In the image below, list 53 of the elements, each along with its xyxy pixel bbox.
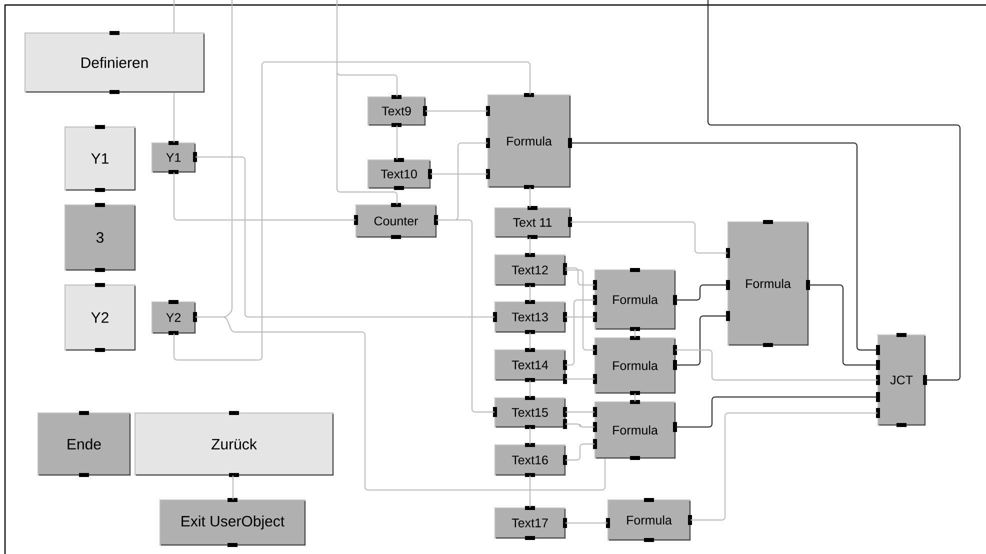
function-block: Y1 [152,141,197,174]
wire [565,270,595,350]
function-block: Text15 [493,396,567,429]
wire [232,475,234,500]
wire [565,444,595,460]
function-block: Counter [354,203,438,239]
wire [565,378,595,380]
wire [425,110,488,112]
function-block: Text10 [368,158,432,190]
wire [565,268,595,286]
wire [565,522,608,524]
function-block: Zurück [134,411,334,477]
function-block: Formula [486,93,572,189]
wire [174,62,530,360]
function-block: Formula [593,400,677,460]
function-block: Text16 [494,443,567,477]
function-block: Text13 [493,300,567,334]
function-block: Text 11 [494,206,572,239]
wire [565,316,595,318]
function-block: Y2 [152,300,197,335]
function-block: Formula [593,336,677,395]
function-block: Formula [593,268,677,331]
wire [675,396,878,428]
wire [396,125,398,160]
function-block: Text9 [368,95,427,127]
function-block: Text14 [494,348,567,384]
wire [436,220,495,412]
wire [690,412,878,520]
function-block: Formula [726,220,810,347]
function-block: Text17 [494,506,567,540]
wire [195,156,495,318]
wire [174,172,356,220]
wire [570,142,878,350]
function-block: JCT [876,333,927,427]
function-block: Formula [606,498,692,542]
wire [570,222,728,254]
wire [634,329,636,338]
function-block: Exit UserObject [160,498,306,547]
wire [708,0,960,380]
wire [675,284,728,300]
wire [808,284,878,366]
function-block: Ende [38,411,131,477]
function-block: Definieren [24,31,205,94]
wire [675,316,728,366]
wire [195,0,232,318]
function-block: Text12 [494,253,567,287]
function-block: Y2 [64,283,136,352]
wire [634,393,636,402]
function-block: Y1 [64,125,136,192]
wire [675,350,878,380]
wire [565,300,595,366]
function-block: 3 [64,203,136,272]
wire [565,424,595,428]
